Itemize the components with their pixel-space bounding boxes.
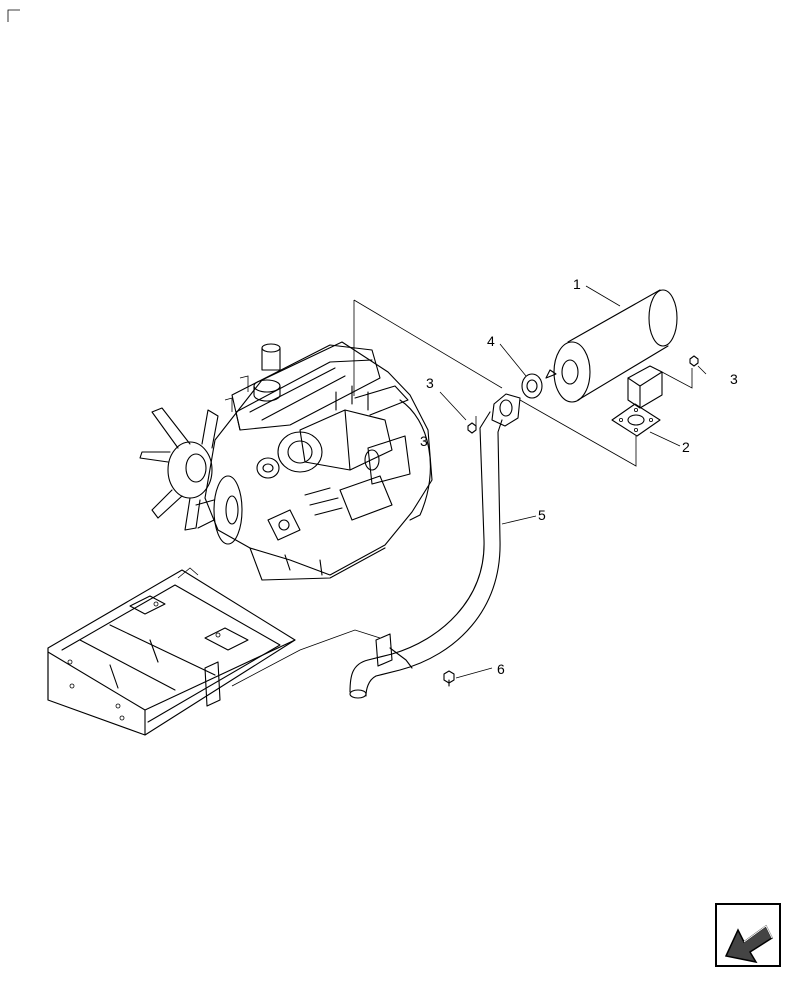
corner-mark-icon [7,9,20,22]
bolt [443,670,455,687]
callout-3c: 3 [730,371,738,387]
previous-page-button[interactable] [715,903,781,967]
callout-2: 2 [682,439,690,455]
callout-3a: 3 [426,375,434,391]
gasket-round [521,373,543,399]
callout-3b: 3 [420,433,428,449]
callout-1: 1 [573,276,581,292]
engine [139,341,433,581]
exhaust-pipe [349,393,521,699]
arrow-back-icon [724,924,773,964]
frame [47,567,381,736]
leader-lines [439,285,707,679]
callout-5: 5 [538,507,546,523]
callout-6: 6 [497,661,505,677]
gasket-square [611,403,661,437]
assembly-lines [353,299,693,467]
muffler [545,289,678,409]
callout-4: 4 [487,333,495,349]
nut [467,355,699,434]
